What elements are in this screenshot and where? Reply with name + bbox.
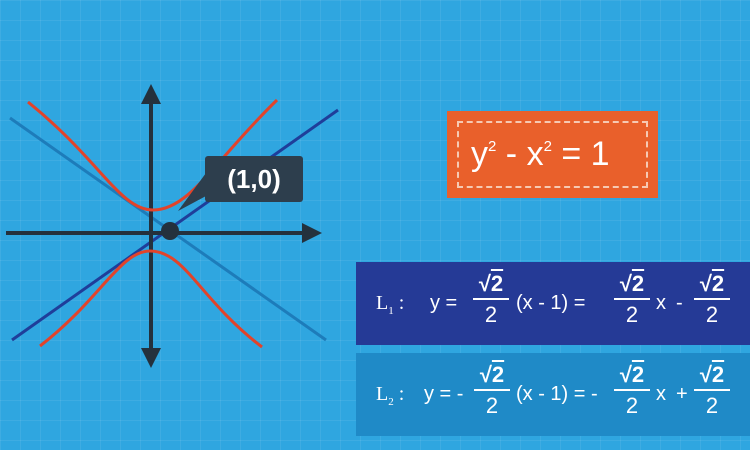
eq-exp-x: 2 (543, 138, 552, 155)
l2-lhs: y = - (424, 383, 464, 405)
hyperbola-upper-branch (27, 98, 279, 212)
l2-operator: + (676, 383, 688, 405)
point-marker (161, 222, 179, 240)
hyperbola-equation: y2 - x2 = 1 (471, 137, 610, 171)
l1-x: x (656, 292, 666, 314)
eq-rhs: = 1 (551, 135, 610, 173)
l1-operator: - (676, 292, 683, 314)
l2-x: x (656, 383, 666, 405)
callout-pointer (178, 173, 206, 211)
l1-lhs: y = (430, 292, 458, 314)
l2-middle: (x - 1) = - (516, 383, 598, 405)
point-label: (1,0) (205, 156, 303, 202)
hyperbola-equation-box: y2 - x2 = 1 (447, 111, 658, 198)
eq-minus: - (496, 135, 527, 173)
l1-name: L1 : (376, 292, 405, 317)
l1-middle: (x - 1) = (516, 292, 586, 314)
hyperbola-lower-branch (39, 249, 263, 349)
equation-dashed-border (457, 121, 648, 188)
eq-exp-y: 2 (488, 138, 497, 155)
l2-name: L2 : (376, 383, 405, 408)
eq-y: y (471, 135, 488, 173)
eq-x: x (526, 135, 544, 173)
